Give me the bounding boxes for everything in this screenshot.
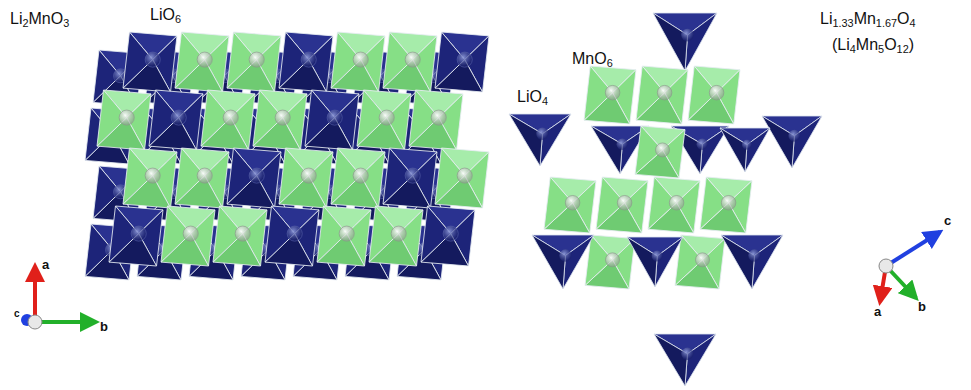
polyhedron-label: LiO4 bbox=[517, 88, 548, 106]
polyhedron-label: LiO6 bbox=[150, 6, 181, 24]
axis-label: b bbox=[918, 300, 926, 314]
axes-left bbox=[21, 266, 96, 329]
formula-label: Li1.33Mn1.67O4 bbox=[820, 10, 916, 28]
formula-label: Li2MnO3 bbox=[10, 10, 69, 28]
axis-label: c bbox=[14, 308, 20, 319]
axis-label: c bbox=[944, 214, 951, 228]
polyhedron-label: MnO6 bbox=[572, 50, 613, 68]
axes-right bbox=[879, 232, 940, 302]
spinel-polyhedra bbox=[509, 13, 822, 386]
formula-label: (Li4Mn5O12) bbox=[832, 36, 914, 54]
axis-label: a bbox=[874, 305, 881, 319]
li2mno3-octahedra bbox=[85, 32, 489, 280]
axis-label: b bbox=[100, 320, 108, 334]
axis-label: a bbox=[42, 258, 49, 272]
